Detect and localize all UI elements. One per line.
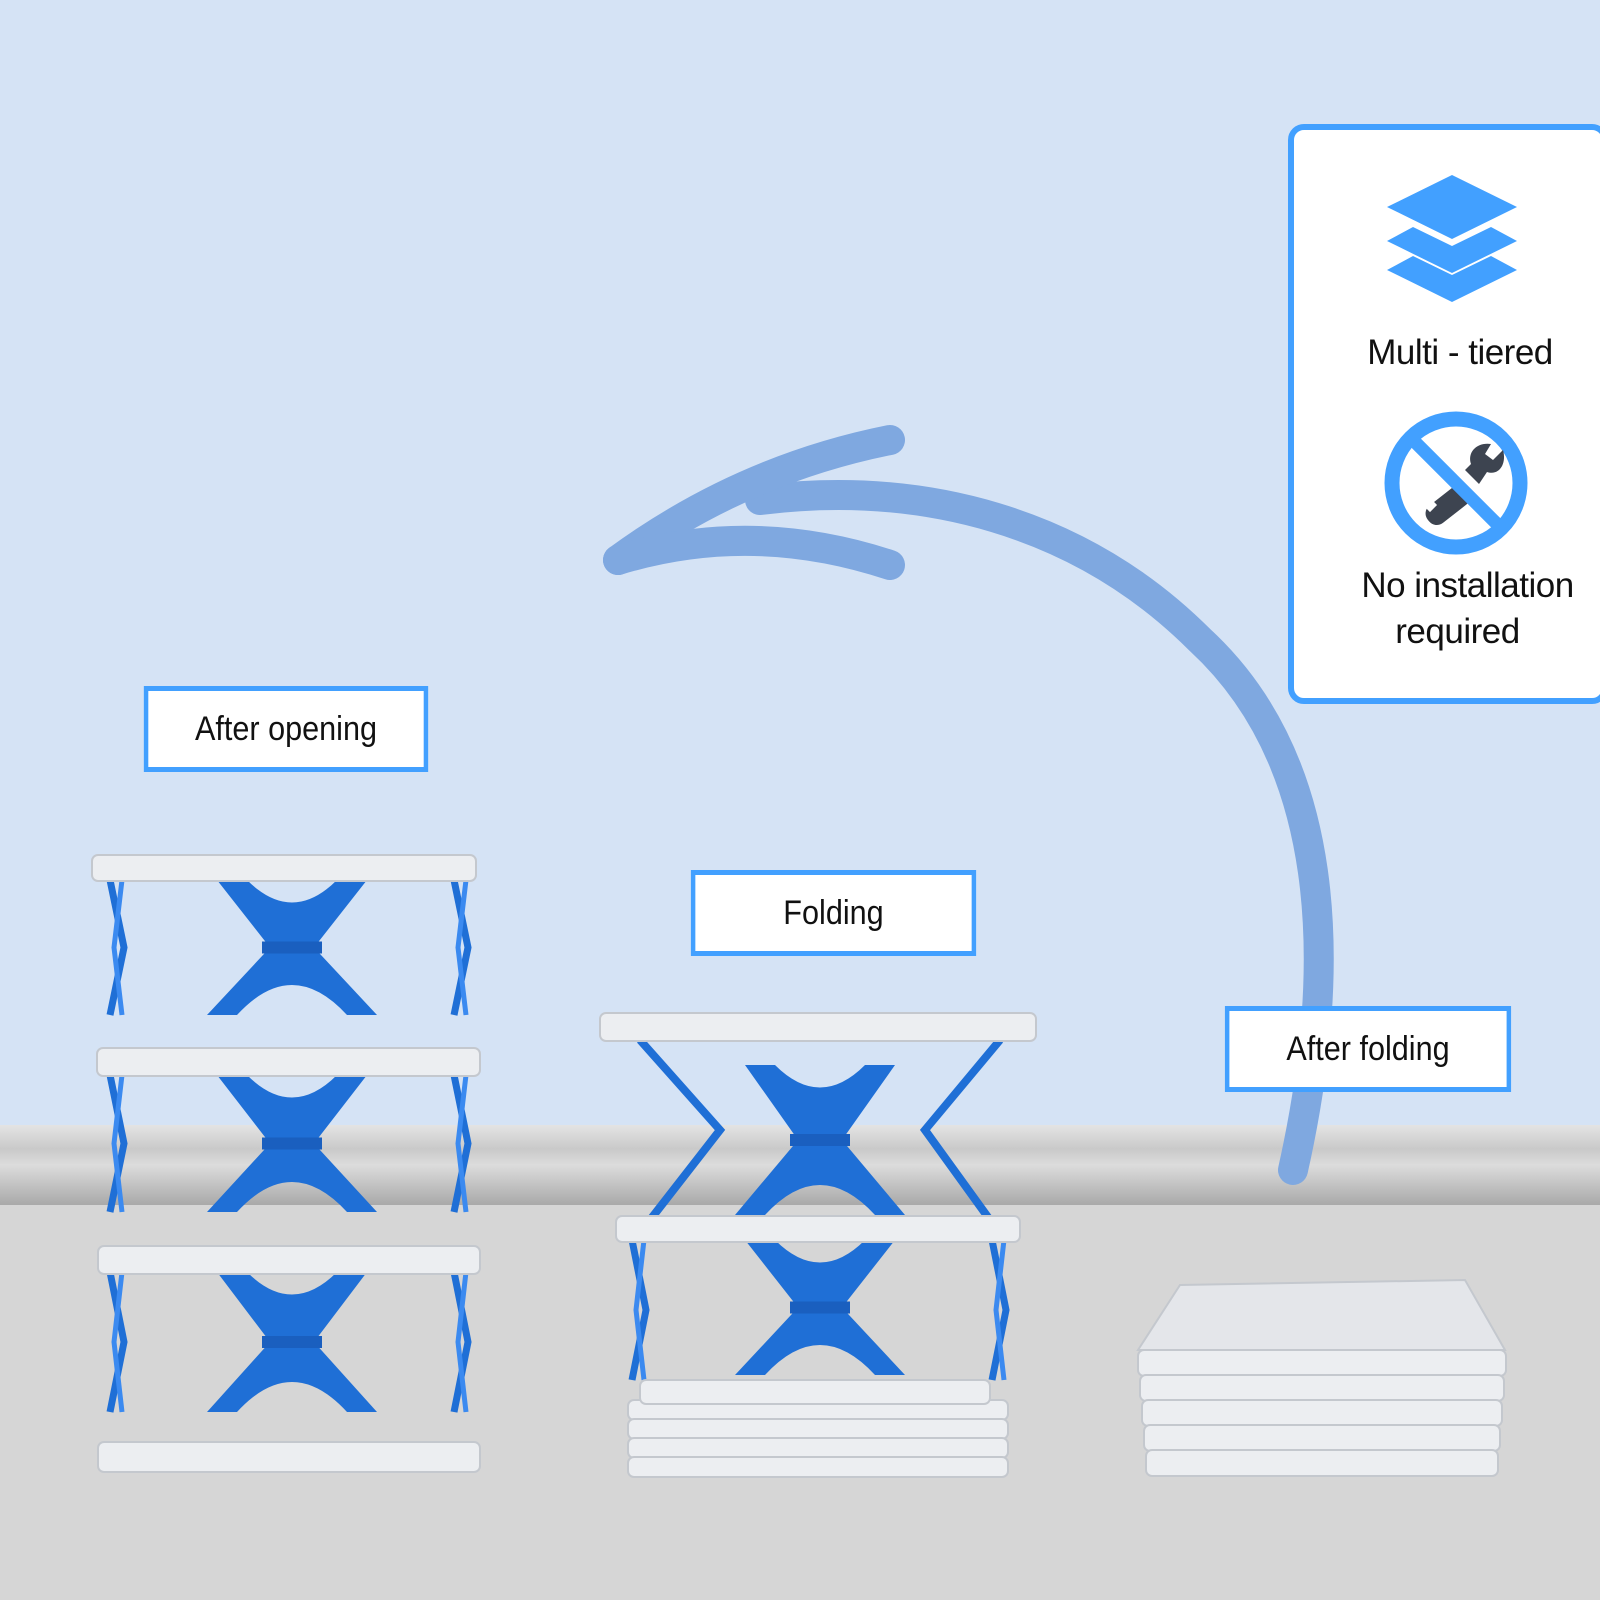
shelf-board: [96, 1047, 481, 1077]
side-leg: [455, 879, 469, 1016]
after-folding-text: After folding: [1286, 1029, 1450, 1068]
side-leg: [455, 1271, 469, 1413]
shelf-board: [627, 1456, 1009, 1478]
no-installation-text: No installation required: [1335, 563, 1600, 655]
folding-leg: [919, 1037, 1004, 1223]
shelf-board: [1139, 1374, 1505, 1402]
side-leg: [450, 1074, 472, 1213]
side-leg: [988, 1239, 1010, 1381]
shelf-board: [97, 1245, 481, 1275]
shelf-board: [1141, 1399, 1503, 1427]
shelf-board: [627, 1437, 1009, 1459]
after-opening-label: After opening: [143, 686, 429, 772]
multi-tiered-text: Multi - tiered: [1367, 333, 1553, 372]
hinge: [790, 1134, 850, 1146]
side-leg: [111, 1074, 125, 1213]
shelf-board: [1143, 1424, 1501, 1452]
hinge: [790, 1301, 850, 1314]
side-leg: [450, 879, 472, 1016]
shelf-board: [91, 854, 477, 882]
after-folding-label: After folding: [1224, 1006, 1512, 1092]
side-leg: [106, 1271, 128, 1413]
shelf-board: [1145, 1449, 1499, 1477]
shelf-board: [639, 1379, 991, 1405]
layers-icon: [1387, 175, 1517, 302]
side-leg: [111, 1271, 125, 1413]
shelf-board: [1137, 1349, 1507, 1377]
hinge: [262, 1137, 322, 1150]
side-leg: [450, 1271, 472, 1413]
side-leg: [106, 1074, 128, 1213]
folding-text: Folding: [783, 893, 884, 932]
curved-arrow-icon: [603, 425, 1334, 1185]
side-leg: [633, 1239, 647, 1381]
top-plate: [1136, 1278, 1507, 1351]
no-installation-line1: No installation: [1361, 566, 1574, 605]
side-leg: [628, 1239, 650, 1381]
side-leg: [993, 1239, 1007, 1381]
no-tools-icon: [1384, 411, 1528, 555]
hinge: [262, 1336, 322, 1348]
folding-label: Folding: [690, 870, 977, 956]
shelf-board: [627, 1418, 1009, 1440]
folding-leg: [637, 1037, 726, 1223]
no-installation-line2: required: [1395, 612, 1520, 651]
shelf-board: [615, 1215, 1021, 1243]
side-leg: [106, 879, 128, 1016]
side-leg: [455, 1074, 469, 1213]
shelf-board: [599, 1012, 1037, 1042]
hinge: [262, 941, 322, 954]
shelf-board: [97, 1441, 481, 1473]
side-leg: [111, 879, 125, 1016]
after-opening-text: After opening: [194, 709, 378, 748]
